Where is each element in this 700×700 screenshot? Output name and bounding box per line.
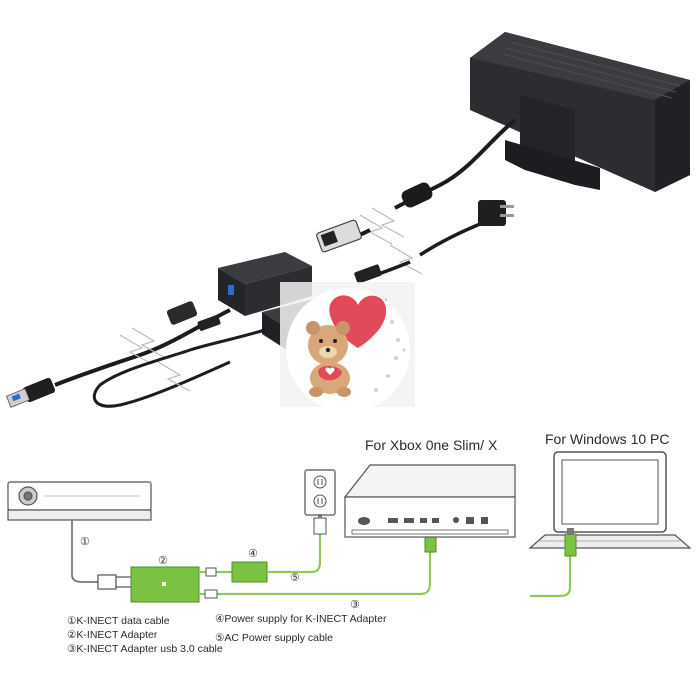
xbox-title: For Xbox 0ne Slim/ X xyxy=(365,437,498,453)
legend: ①K-INECT data cable ②K-INECT Adapter ③K-… xyxy=(67,613,387,655)
connection-diagram: For Xbox 0ne Slim/ X For Windows 10 PC ①… xyxy=(7,431,692,655)
usb-b-plug xyxy=(166,301,198,325)
kinect-sensor xyxy=(470,32,690,192)
cable-1 xyxy=(71,520,98,583)
ferrite-bead xyxy=(401,182,433,208)
laptop-icon xyxy=(528,451,692,549)
windows-usb-plug xyxy=(564,533,577,557)
usb-a-plug xyxy=(5,377,55,408)
cable-break-2 xyxy=(389,244,423,275)
kinect-connector xyxy=(316,219,362,253)
cable-break-3 xyxy=(119,327,165,365)
ac-plug xyxy=(478,200,514,226)
marker-3: ③ xyxy=(350,599,360,611)
power-supply-green-box xyxy=(231,561,268,583)
marker-1: ① xyxy=(80,536,90,548)
dc-cable xyxy=(92,328,266,408)
marker-2: ② xyxy=(158,555,168,567)
teddy-bear-heart-sticker xyxy=(280,282,415,412)
cable-break-1 xyxy=(359,207,405,245)
marker-5: ⑤ xyxy=(290,572,300,584)
legend-item-2: ②K-INECT Adapter xyxy=(67,629,158,641)
power-brick-plug xyxy=(354,264,382,284)
adapter-green-box xyxy=(130,566,200,603)
dc-plug xyxy=(197,315,221,331)
wall-outlet-icon xyxy=(304,469,336,516)
adapter-box xyxy=(218,252,312,316)
legend-item-1: ①K-INECT data cable xyxy=(67,615,170,627)
cable-break-4 xyxy=(157,361,191,392)
legend-item-4: ④Power supply for K-INECT Adapter xyxy=(215,613,387,625)
xbox-console-icon xyxy=(343,464,516,538)
cable-5 xyxy=(267,532,322,574)
windows-title: For Windows 10 PC xyxy=(545,431,669,447)
legend-item-5: ⑤AC Power supply cable xyxy=(215,632,333,644)
legend-item-3: ③K-INECT Adapter usb 3.0 cable xyxy=(67,643,223,655)
kinect-outline-icon xyxy=(7,481,152,521)
windows-usb-cable xyxy=(530,556,572,598)
marker-4: ④ xyxy=(248,548,258,560)
ac-cable xyxy=(419,220,486,257)
cable-1-plug xyxy=(97,574,117,590)
cable-3 xyxy=(199,552,432,596)
